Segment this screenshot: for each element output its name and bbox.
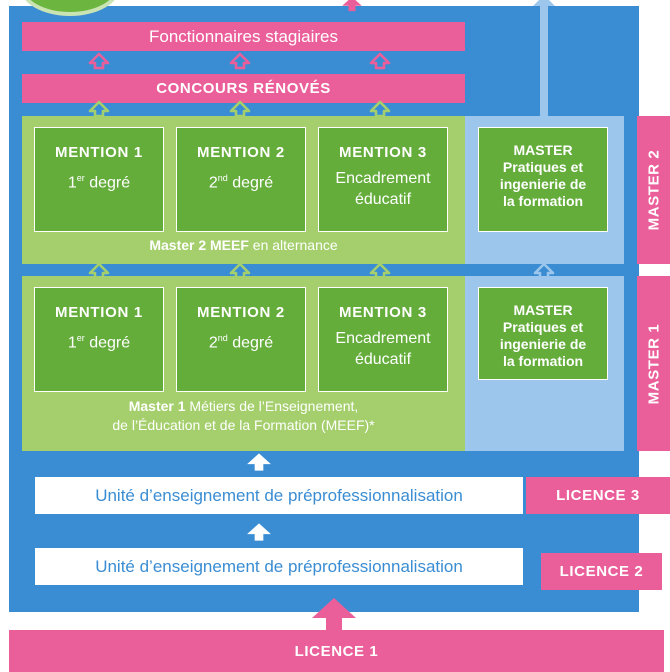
arrow-up-icon [368, 100, 392, 118]
master2-mention-1-box: MENTION 1 1er degré [34, 127, 164, 232]
licence2-unit-band: Unité d’enseignement de préprofessionnal… [35, 548, 523, 585]
mention-subtitle: 1er degré [67, 333, 131, 352]
arrow-up-icon [338, 0, 366, 12]
arrow-up-icon [368, 52, 392, 70]
arrow-up-icon [87, 52, 111, 70]
mention-title: MENTION 1 [55, 304, 143, 321]
licence1-band: LICENCE 1 [9, 630, 664, 672]
arrow-up-icon [228, 52, 252, 70]
arrow-up-icon [310, 596, 358, 632]
licence3-label: LICENCE 3 [526, 477, 670, 514]
master1-mention-1-box: MENTION 1 1er degré [34, 287, 164, 392]
arrow-up-icon [246, 522, 272, 542]
licence2-label: LICENCE 2 [541, 553, 662, 590]
master2-mention-2-box: MENTION 2 2nd degré [176, 127, 306, 232]
arrow-up-icon [532, 0, 556, 12]
master2-side-label: MASTER 2 [637, 116, 670, 264]
fonctionnaires-band: Fonctionnaires stagiaires [22, 22, 465, 51]
mention-subtitle: 1er degré [67, 173, 131, 192]
concours-band: CONCOURS RÉNOVÉS [22, 74, 465, 103]
master1-caption: Master 1 Métiers de l’Enseignement,de l’… [112, 398, 375, 433]
mention-subtitle: 2nd degré [208, 333, 274, 352]
mention-title: MENTION 1 [55, 144, 143, 161]
master-continuation-line [540, 0, 548, 116]
arrow-up-icon [228, 100, 252, 118]
arrow-up-icon [246, 452, 272, 472]
mention-title: MENTION 2 [197, 304, 285, 321]
mention-title: MENTION 3 [339, 304, 427, 321]
master1-mention-2-box: MENTION 2 2nd degré [176, 287, 306, 392]
master2-caption: Master 2 MEEF en alternance [149, 237, 338, 253]
mention-subtitle: 2nd degré [208, 173, 274, 192]
licence3-unit-band: Unité d’enseignement de préprofessionnal… [35, 477, 523, 514]
arrow-up-icon [87, 100, 111, 118]
mention-title: MENTION 2 [197, 144, 285, 161]
master1-side-label: MASTER 1 [637, 276, 670, 451]
mention-title: MENTION 3 [339, 144, 427, 161]
